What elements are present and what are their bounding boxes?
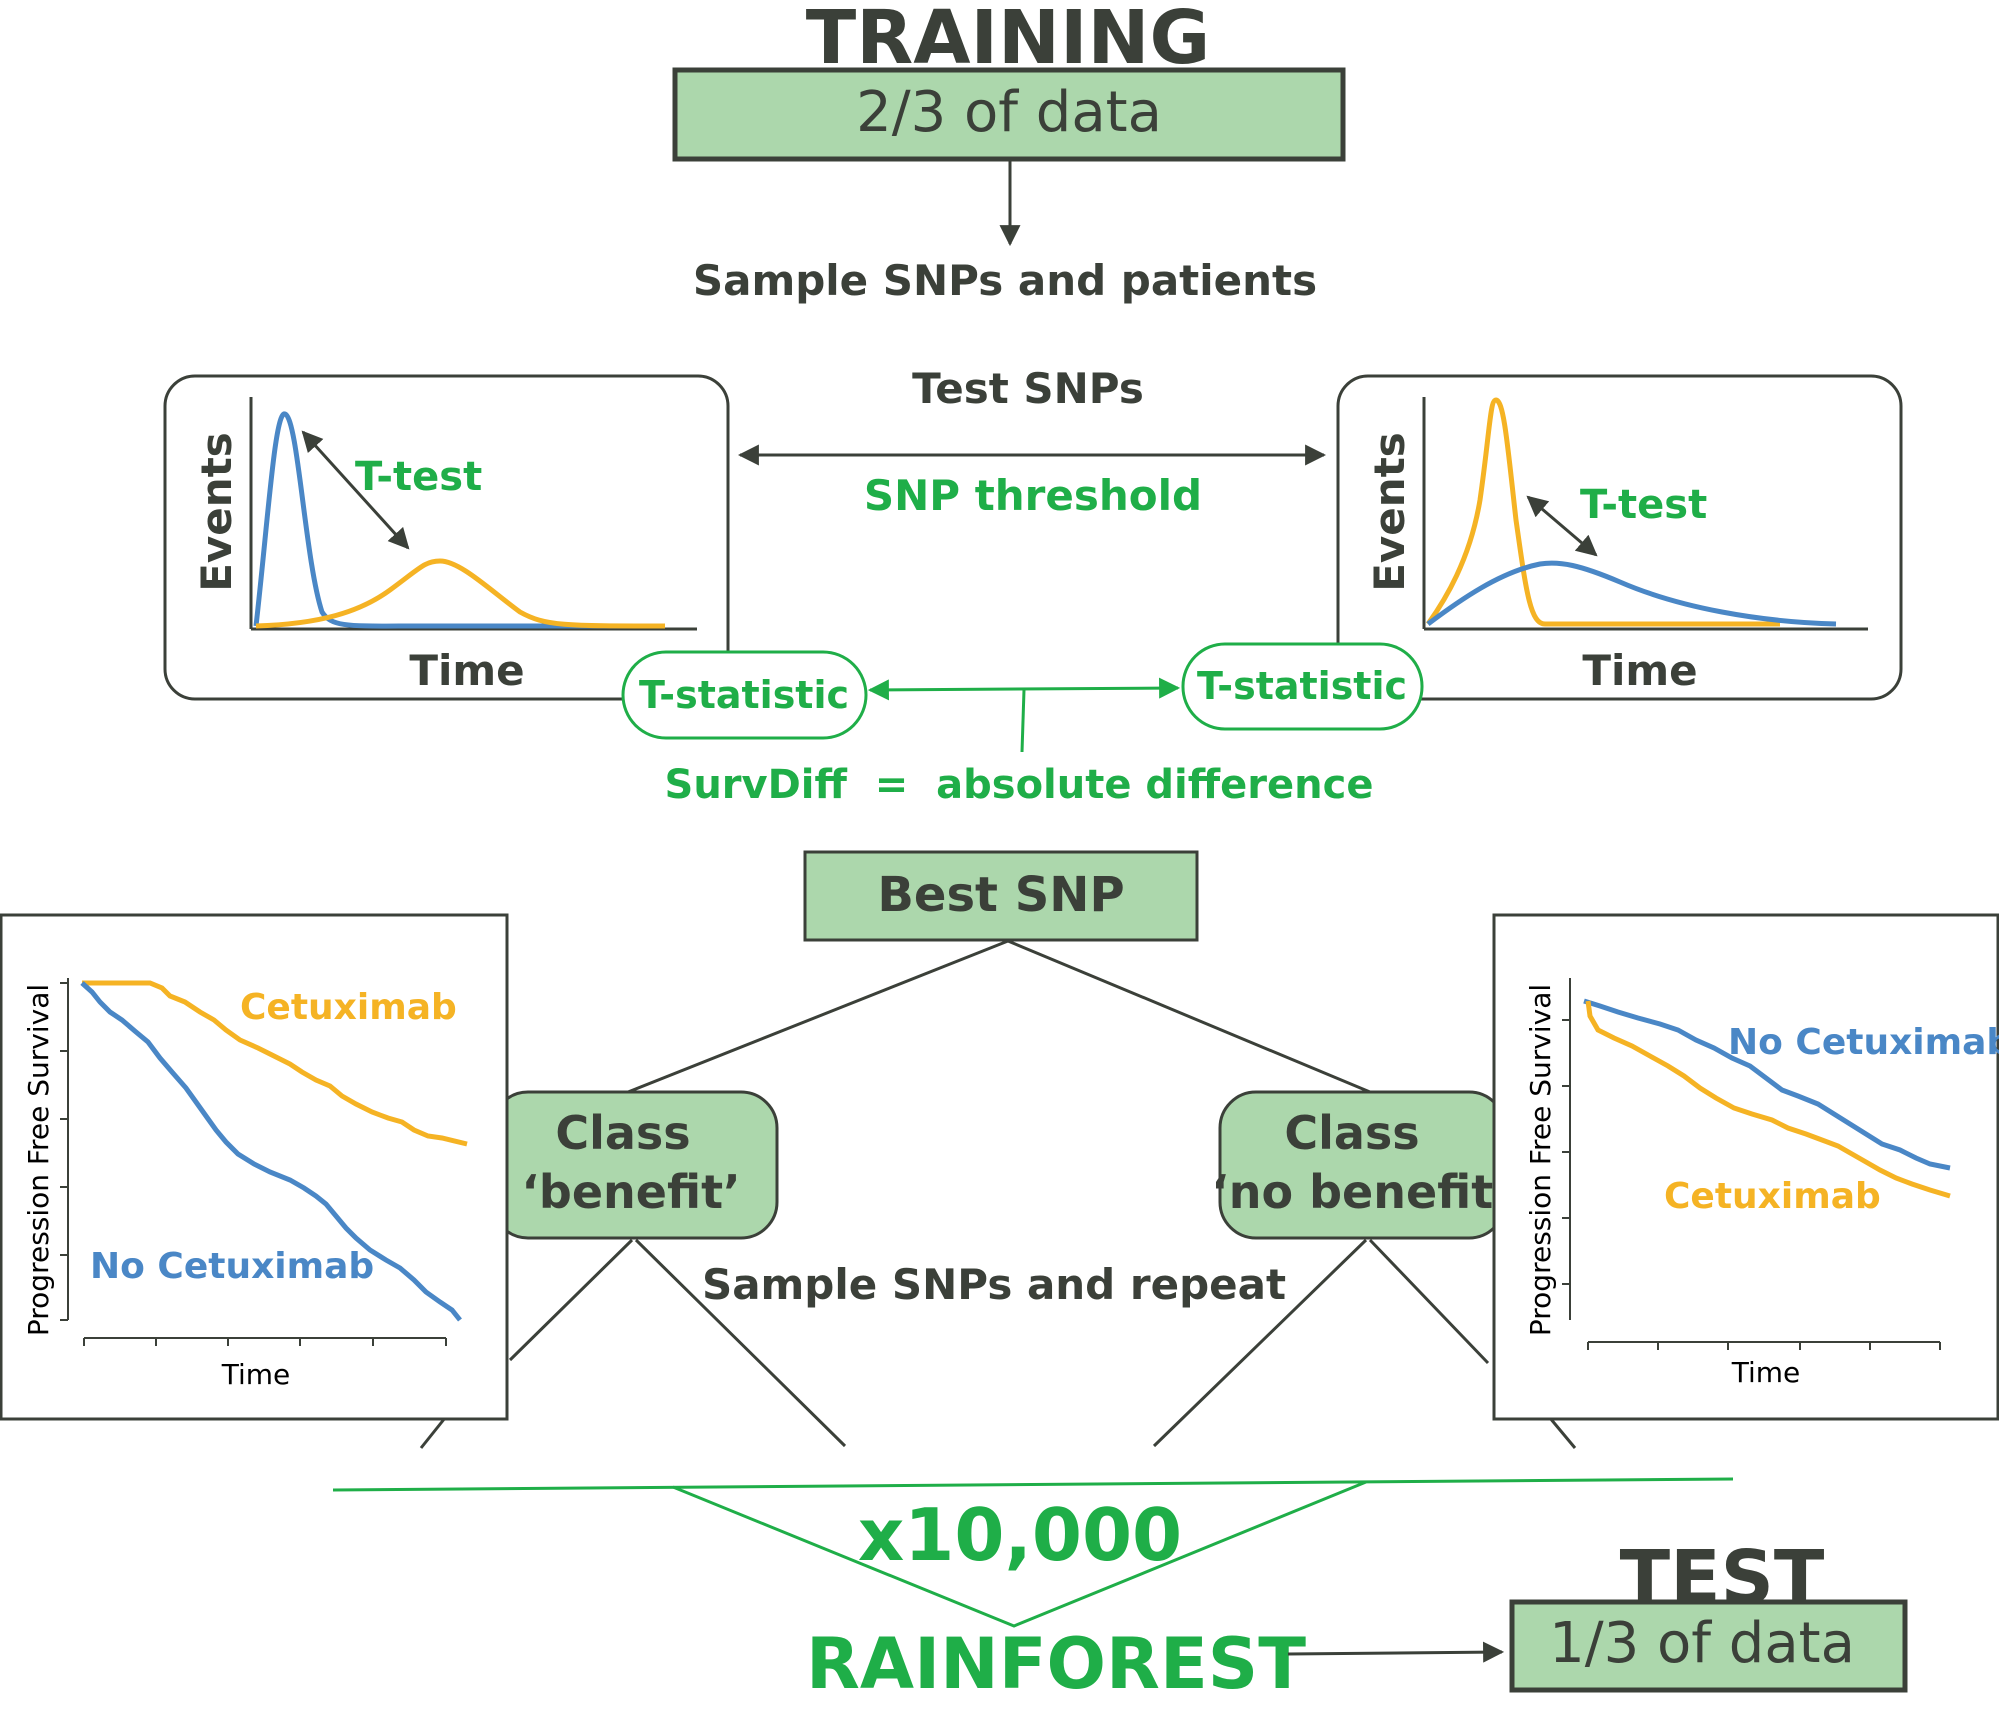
test-box-label: 1/3 of data [1549, 1611, 1855, 1676]
right-orange-distribution [1425, 397, 1780, 627]
tstat-left-label: T-statistic [639, 673, 849, 717]
repeat-label: Sample SNPs and repeat [702, 1260, 1286, 1309]
class-benefit-line1: Class [555, 1106, 690, 1160]
best-snp-box [803, 850, 1199, 942]
test-box [1509, 1599, 1908, 1693]
class-no-benefit-line1: Class [1284, 1106, 1419, 1160]
km-right-ticks [1562, 1019, 1941, 1350]
km-left-plot: Progression Free Survival Time Cetuximab… [0, 913, 509, 1421]
class-benefit-line2: ‘benefit’ [521, 1165, 740, 1219]
left-events-ylabel: Events [192, 432, 241, 592]
tree-branch-right [1007, 939, 1371, 1094]
survdiff-label: SurvDiff = absolute difference [665, 762, 1374, 808]
km-right-ylabel: Progression Free Survival [1524, 984, 1557, 1336]
subtree-right-2 [1368, 1238, 1490, 1365]
best-snp-label: Best SNP [877, 867, 1124, 923]
subtree-left-1b [419, 1417, 447, 1449]
right-ttest-arrow [1526, 495, 1598, 557]
rainforest-label: RAINFOREST [806, 1623, 1306, 1705]
km-right-xlabel: Time [1731, 1356, 1801, 1389]
snp-threshold-label: SNP threshold [864, 471, 1202, 520]
subtree-left-2 [634, 1238, 847, 1448]
multiplier-label: x10,000 [858, 1493, 1182, 1577]
km-left-ylabel: Progression Free Survival [22, 984, 55, 1336]
forest-baseline [332, 1477, 1734, 1492]
left-events-xlabel: Time [409, 646, 524, 695]
survdiff-connector [1020, 689, 1026, 753]
tstat-right-label: T-statistic [1197, 664, 1407, 708]
sample-label: Sample SNPs and patients [693, 256, 1317, 305]
km-right-cetuximab-curve [1585, 1000, 1951, 1199]
km-right-no-cetuximab-label: No Cetuximab [1728, 1022, 1999, 1063]
tstat-left-pill [621, 650, 868, 740]
right-blue-distribution [1426, 560, 1837, 627]
right-ttest-label: T-test [1580, 482, 1707, 528]
training-box-label: 2/3 of data [856, 80, 1162, 145]
tstat-compare-arrow [867, 677, 1181, 701]
km-left-no-cetuximab-curve [80, 981, 462, 1322]
class-no-benefit-line2: ‘no benefit’ [1211, 1165, 1510, 1219]
subtree-right-1 [1152, 1238, 1368, 1448]
km-right-cetuximab-label: Cetuximab [1664, 1176, 1881, 1217]
km-right-frame [1492, 913, 1999, 1421]
left-ttest-label: T-test [355, 454, 482, 500]
km-left-xlabel: Time [221, 1358, 291, 1391]
km-left-frame [0, 913, 509, 1421]
subtree-right-2b [1548, 1417, 1577, 1449]
rainforest-to-test-arrow [1287, 1641, 1505, 1663]
forest-funnel [672, 1480, 1367, 1628]
km-left-no-cetuximab-label: No Cetuximab [90, 1246, 374, 1287]
right-events-ylabel: Events [1365, 432, 1414, 592]
tstat-right-pill [1181, 642, 1424, 731]
km-left-ticks [60, 982, 447, 1346]
right-events-xlabel: Time [1582, 646, 1697, 695]
tree-branch-left [627, 939, 1009, 1094]
test-snps-label: Test SNPs [912, 364, 1144, 413]
left-orange-distribution [255, 558, 666, 629]
left-ttest-arrow [301, 430, 410, 550]
km-right-plot: Progression Free Survival Time No Cetuxi… [1492, 913, 1999, 1421]
km-right-no-cetuximab-curve [1583, 998, 1951, 1171]
left-blue-distribution [253, 411, 665, 629]
km-left-cetuximab-label: Cetuximab [240, 987, 457, 1028]
subtree-left-1 [508, 1238, 634, 1362]
km-left-cetuximab-curve [82, 980, 468, 1147]
training-box [672, 67, 1346, 162]
